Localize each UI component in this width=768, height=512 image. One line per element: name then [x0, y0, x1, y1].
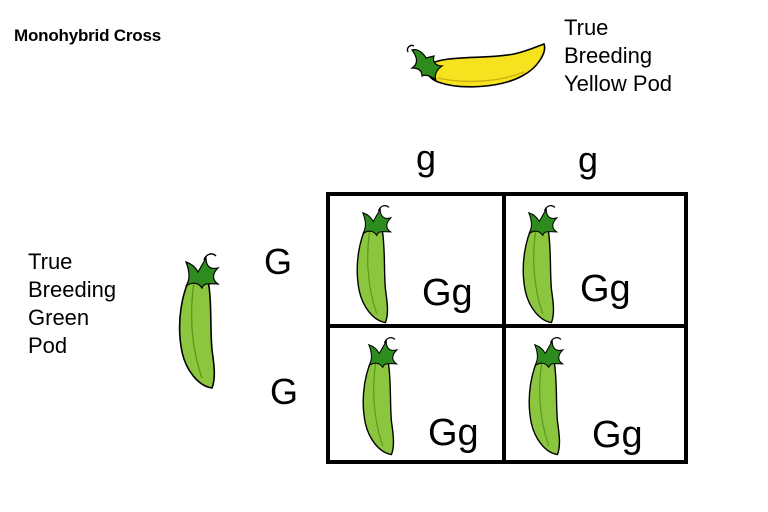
- punnett-square: [326, 192, 688, 464]
- green-pea-pod-icon: [172, 252, 228, 392]
- grid-divider-vertical: [502, 194, 506, 464]
- green-pea-pod-icon: [350, 204, 400, 326]
- top-parent-label-line: True: [564, 15, 609, 40]
- top-parent-label-line: Yellow Pod: [564, 71, 673, 96]
- top-allele: g: [416, 137, 437, 178]
- grid-divider-horizontal: [328, 324, 686, 328]
- left-allele: G: [270, 371, 299, 412]
- left-parent-label: True Breeding Green Pod: [28, 248, 116, 360]
- top-parent-label-line: Breeding: [564, 43, 653, 68]
- green-pea-pod-icon: [356, 336, 406, 458]
- left-allele: G: [264, 241, 293, 282]
- cell-genotype: Gg: [592, 414, 643, 456]
- left-parent-label-line: Green: [28, 305, 90, 330]
- left-parent-label-line: Breeding: [28, 277, 117, 302]
- top-parent-label: True Breeding Yellow Pod: [564, 14, 672, 98]
- cell-genotype: Gg: [422, 272, 473, 314]
- cell-genotype: Gg: [580, 268, 631, 310]
- yellow-pea-pod-icon: [404, 40, 550, 92]
- cell-genotype: Gg: [428, 412, 479, 454]
- top-allele: g: [578, 139, 599, 180]
- green-pea-pod-icon: [516, 204, 566, 326]
- left-parent-label-line: True: [28, 249, 73, 274]
- left-parent-label-line: Pod: [28, 333, 68, 358]
- green-pea-pod-icon: [522, 336, 572, 458]
- diagram-title: Monohybrid Cross: [14, 26, 161, 45]
